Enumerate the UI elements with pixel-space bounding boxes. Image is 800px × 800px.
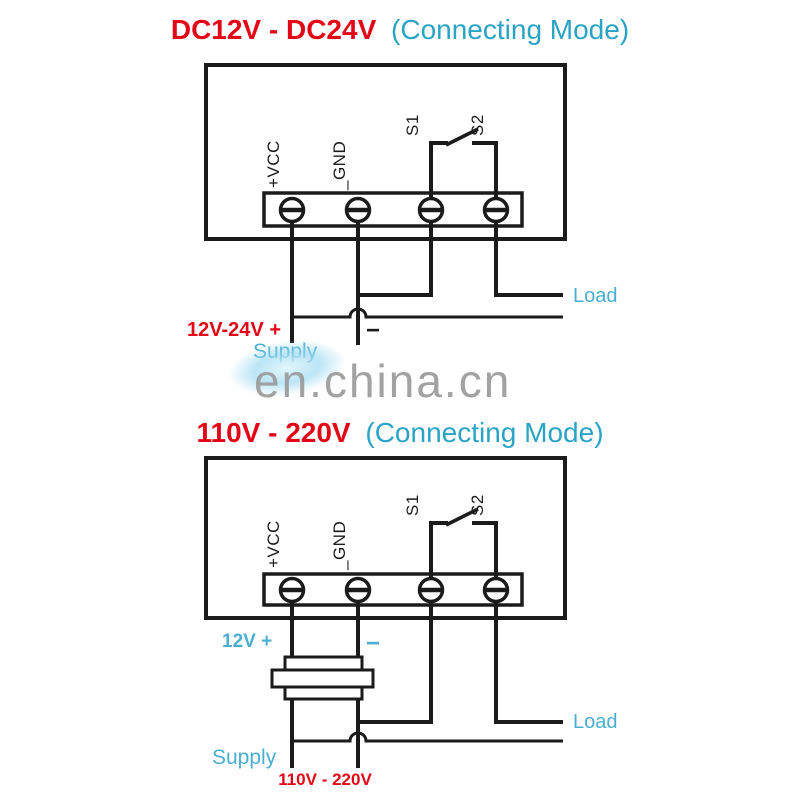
ac-title-mode: (Connecting Mode) [365,417,604,448]
dc-diagram [204,63,567,345]
ac-s1-wire [358,521,448,724]
ac-section-title: 110V - 220V (Connecting Mode) [0,417,800,449]
screw-terminal-icon [417,576,445,604]
screw-terminal-icon [278,576,306,604]
ac-terminal-label-vcc: +VCC [264,520,283,568]
dc-supply-to-load-wire [292,307,563,319]
dc-title-mode: (Connecting Mode) [391,14,630,45]
transformer-icon [270,655,375,701]
ac-title-voltage: 110V - 220V [196,417,351,448]
screw-terminal-icon [278,196,306,224]
dc-terminal-label-s2: S2 [468,114,487,136]
watermark-text: en.china.cn [254,355,512,407]
dc-terminal-label-vcc: +VCC [264,140,283,188]
ac-screw-terminals [278,576,510,604]
ac-device-box [204,456,567,620]
ac-supply-voltage-label: 110V - 220V [278,770,372,789]
dc-title-voltage: DC12V - DC24V [170,14,377,45]
screw-terminal-icon [482,196,510,224]
dc-terminal-label-gnd: _GND [330,140,349,190]
dc-relay-contact-icon [445,127,479,147]
screw-terminal-icon [344,576,372,604]
dc-minus-label: − [366,317,381,344]
ac-minus-label: − [366,630,381,657]
screw-terminal-icon [482,576,510,604]
ac-terminal-strip [262,572,524,607]
dc-terminal-label-s1: S1 [403,114,422,136]
screw-terminal-icon [344,196,372,224]
ac-supply-label: Supply [212,746,277,769]
dc-terminal-strip [262,191,524,228]
dc-screw-terminals [278,196,510,224]
ac-supply-to-load-wire [292,731,563,743]
dc-supply-voltage-label: 12V-24V + [187,319,281,341]
ac-diagram [204,456,567,768]
ac-terminal-label-s1: S1 [403,494,422,516]
dc-device-box [204,63,567,241]
ac-terminal-label-gnd: _GND [330,520,349,570]
ac-terminal-label-s2: S2 [468,494,487,516]
dc-section-title: DC12V - DC24V (Connecting Mode) [0,14,800,46]
screw-terminal-icon [417,196,445,224]
ac-s2-load-wire [472,521,563,724]
ac-load-label: Load [573,711,618,733]
ac-adapter-output-label: 12V + [222,631,273,652]
ac-relay-contact-icon [445,507,479,527]
dc-load-label: Load [573,285,618,307]
